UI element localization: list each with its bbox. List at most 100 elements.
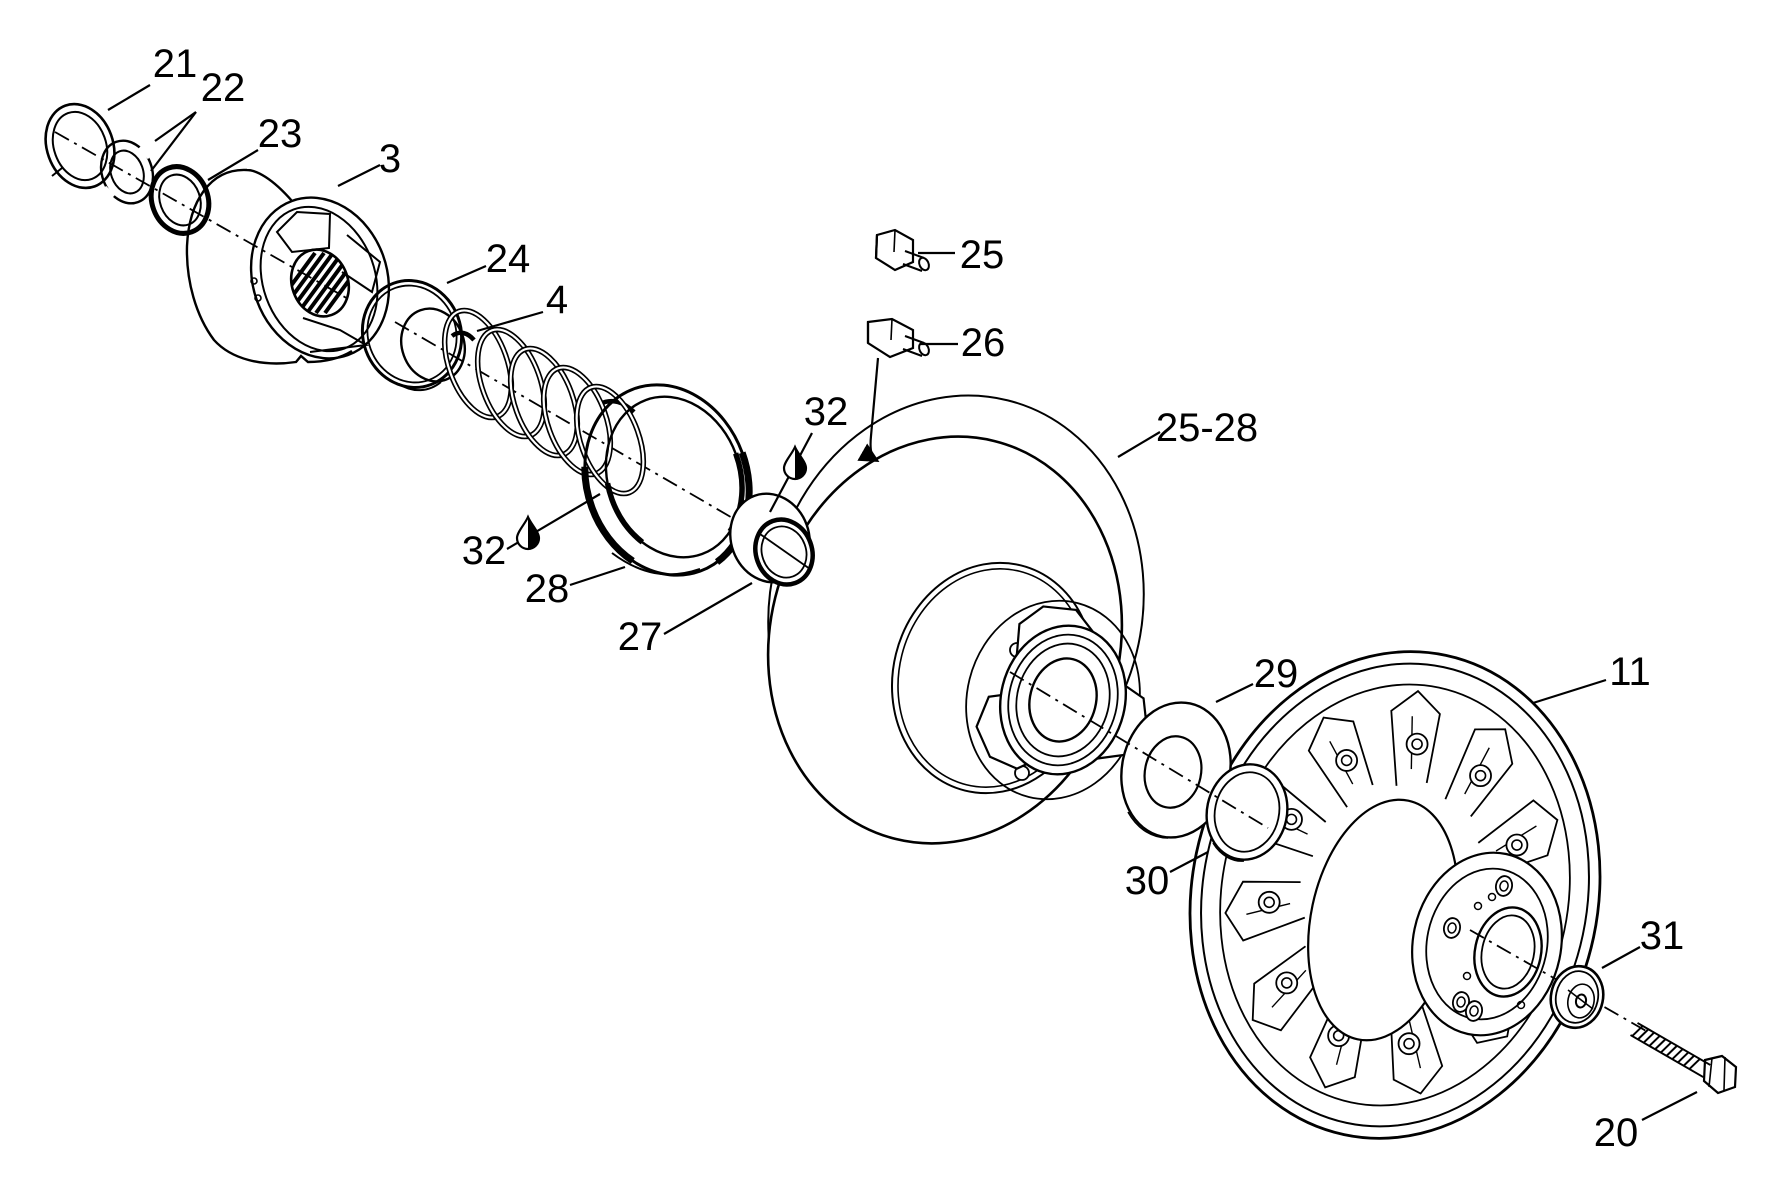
callout-leader-4 <box>476 310 544 333</box>
bolt-20-head-facet2 <box>1723 1056 1726 1091</box>
cap-31-hole <box>1574 993 1588 1009</box>
spring-coil-core-4 <box>575 385 645 495</box>
oil-drop-icon-32b <box>515 514 541 551</box>
wheel-fin-boss-4 <box>1335 749 1359 772</box>
oil-drop-icon-32a <box>782 444 808 481</box>
part-fan-wheel-11 <box>1188 650 1602 1140</box>
callout-leader-20 <box>1641 1091 1698 1121</box>
callout-leader-28 <box>569 565 626 587</box>
part-hex-bolt-20 <box>1629 1022 1738 1095</box>
wheel-fin-boss-hole-10 <box>1403 1037 1415 1050</box>
callout-label-3: 3 <box>379 137 401 181</box>
washer-29-edge <box>1127 811 1169 839</box>
callout-label-28: 28 <box>525 567 570 611</box>
callout-label-32b: 32 <box>462 529 507 573</box>
wheel-dot-0 <box>1473 901 1483 911</box>
bolt-thread-5 <box>1660 1041 1672 1054</box>
seat-24-wall <box>398 381 442 392</box>
wheel-nut-hole-inner-0 <box>1447 922 1457 934</box>
housing-3-cam-ramp-right <box>341 234 382 294</box>
callout-label-23: 23 <box>258 112 303 156</box>
pointer-26-to-disc <box>857 357 880 462</box>
ring-30-outer <box>1205 763 1289 861</box>
washer-22-split-top <box>137 144 153 160</box>
axis-segment-hub <box>1009 671 1269 829</box>
callout-label-30: 30 <box>1125 859 1170 903</box>
bushing-27-front-rim <box>753 517 815 587</box>
callout-label-4: 4 <box>546 278 568 322</box>
part-cam-housing-3 <box>185 168 391 365</box>
callout-leader-27 <box>663 582 753 635</box>
wheel-fin-boss-hole-4 <box>1340 754 1353 767</box>
wheel-11-bolt-holes <box>1443 875 1526 1022</box>
callout-leader-24 <box>446 264 487 285</box>
callout-leader-29 <box>1215 683 1254 703</box>
housing-3-tab-lower <box>254 294 262 302</box>
spline-line <box>323 251 358 315</box>
wheel-nut-hole-2 <box>1495 875 1513 897</box>
part-slider-shoe-26 <box>866 317 930 359</box>
wheel-fin-boss-7 <box>1505 833 1529 857</box>
disc-bearing-bore <box>1028 657 1098 743</box>
callout-label-24: 24 <box>486 237 531 281</box>
spline-line <box>296 251 344 315</box>
wheel-nut-hole-inner-2 <box>1499 880 1509 892</box>
washer-22-split-bottom <box>101 185 116 200</box>
callout-leader-11 <box>1532 678 1607 705</box>
callout-leader-22-b <box>150 111 197 172</box>
callout-leader-31 <box>1601 946 1641 969</box>
cap-31-face <box>1567 983 1595 1019</box>
shoe-26-edge2 <box>890 318 893 341</box>
ring-28-wall <box>611 552 701 576</box>
wheel-nut-hole-inner-1 <box>1456 996 1466 1008</box>
part-slider-ring-28 <box>581 381 753 579</box>
part-shim-ring-30 <box>1205 763 1289 862</box>
oil-drop-fill <box>528 517 539 549</box>
bolt-thread-6 <box>1665 1045 1678 1057</box>
housing-3-silhouette <box>185 168 353 365</box>
wheel-fin-boss-10 <box>1397 1032 1421 1056</box>
housing-3-spline-hatch <box>282 251 358 315</box>
ring-21-gap <box>51 167 63 177</box>
bolt-20-head <box>1702 1054 1738 1095</box>
wheel-fin-boss-2 <box>1257 890 1281 914</box>
wheel-fin-boss-hole-7 <box>1511 839 1523 851</box>
bushing-27-centerline <box>759 533 811 570</box>
callout-leader-21 <box>107 84 151 111</box>
callout-leader-3 <box>337 164 381 187</box>
callout-label-31: 31 <box>1640 914 1685 958</box>
wheel-fin-boss-hole-1 <box>1280 977 1293 989</box>
wheel-dot-2 <box>1462 971 1472 981</box>
bolt-thread-4 <box>1654 1038 1667 1050</box>
shoe-26-pin <box>902 335 925 357</box>
bolt-thread-2 <box>1642 1031 1655 1044</box>
wheel-fin-boss-hole-6 <box>1474 769 1487 782</box>
ring-21-inner <box>51 110 109 182</box>
part-cup-washer-31 <box>1549 964 1605 1030</box>
washer-22-inner <box>109 149 145 195</box>
shoe-25-edge <box>874 234 879 259</box>
spline-line <box>282 251 326 315</box>
part-bushing-27 <box>729 492 815 587</box>
shoe-25-edge2 <box>893 229 896 253</box>
bolt-thread-0 <box>1631 1025 1644 1037</box>
callout-label-11: 11 <box>1609 650 1651 694</box>
part-split-washer-22 <box>99 139 155 205</box>
cap-31-centerline <box>1567 989 1594 1010</box>
bolt-thread-7 <box>1671 1048 1684 1060</box>
wheel-fin-boss-5 <box>1405 732 1429 756</box>
housing-3-tab-upper <box>250 277 258 285</box>
ring-23-outer <box>148 164 212 236</box>
bolt-thread-9 <box>1682 1054 1695 1067</box>
ring-30-inner <box>1213 771 1281 853</box>
housing-3-cam-ramp-top <box>275 210 332 254</box>
wheel-nut-hole-inner-3 <box>1469 1005 1479 1017</box>
spring-4-end-left <box>450 330 476 342</box>
wheel-fin-boss-1 <box>1275 971 1299 995</box>
spline-line <box>314 251 358 315</box>
callout-label-20: 20 <box>1594 1111 1639 1155</box>
callout-leader-2528 <box>1117 431 1161 458</box>
housing-3-rim-inner <box>259 205 379 353</box>
part-slider-shoe-25 <box>874 228 930 272</box>
